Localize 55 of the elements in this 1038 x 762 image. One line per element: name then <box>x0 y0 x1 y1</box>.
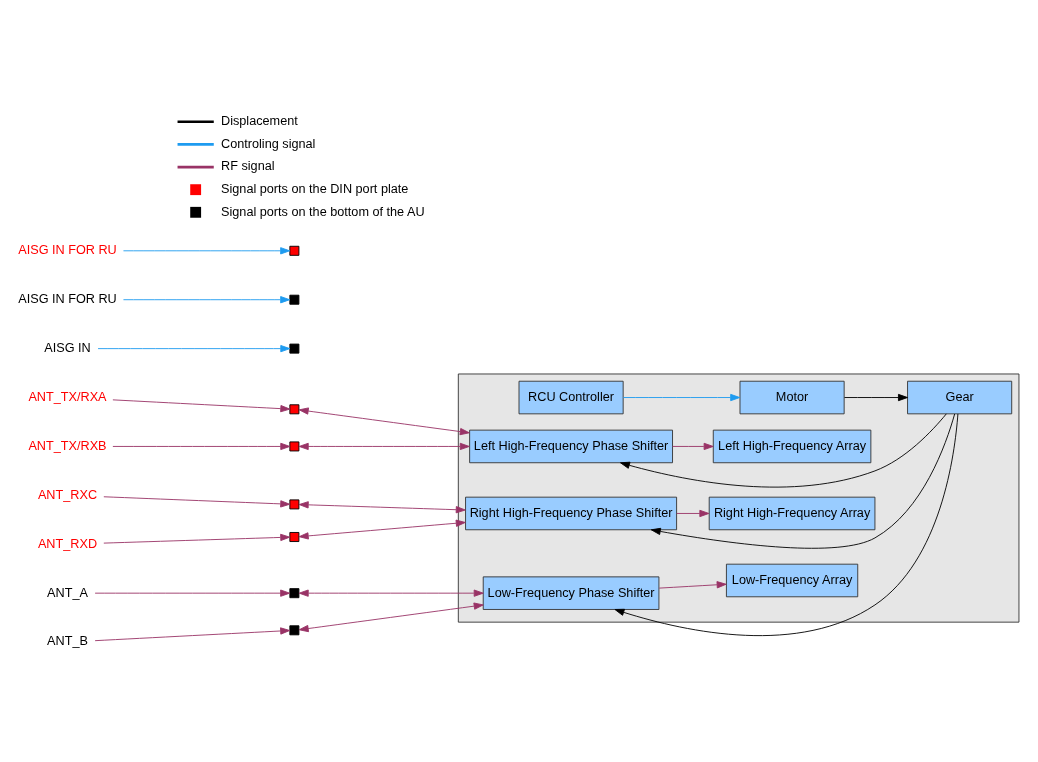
arrow <box>94 589 291 597</box>
legend-label: Signal ports on the bottom of the AU <box>221 204 425 219</box>
arrow <box>112 442 291 451</box>
arrow <box>298 501 466 514</box>
arrow <box>298 519 466 540</box>
arrow <box>298 442 470 451</box>
node-box: Left High-Frequency Array <box>712 429 872 464</box>
arrow <box>844 393 908 402</box>
arrow <box>622 393 741 402</box>
node-box <box>289 532 300 542</box>
arrow <box>103 533 291 544</box>
arrow <box>103 496 291 508</box>
legend-label: Signal ports on the DIN port plate <box>221 182 409 197</box>
node-text: ANT_A <box>47 585 88 600</box>
arrow <box>298 589 484 597</box>
node-box <box>289 404 300 415</box>
node-text: ANT_B <box>47 634 88 649</box>
node-text: ANT_RXC <box>37 487 98 502</box>
arrow <box>620 413 947 488</box>
legend-label: RF signal <box>221 159 275 174</box>
node-box <box>289 245 300 256</box>
node-box <box>289 294 300 305</box>
arrow <box>614 413 959 636</box>
node-box <box>289 625 300 636</box>
node-box: Right High-Frequency Array <box>708 496 876 531</box>
node-box: Right High-Frequency Phase Shifter <box>465 496 678 531</box>
arrow <box>97 345 291 353</box>
node-box: Left High-Frequency Phase Shifter <box>469 429 673 464</box>
node-box <box>289 588 300 599</box>
node-box <box>289 499 300 510</box>
node-text: ANT_TX/RXA <box>28 389 107 404</box>
node-text: ANT_TX/RXB <box>28 438 107 453</box>
legend-label: Displacement <box>221 114 298 129</box>
arrow <box>298 602 484 633</box>
node-text: AISG IN FOR RU <box>18 292 117 307</box>
arrow <box>123 296 291 304</box>
node-box: Gear <box>907 380 1013 415</box>
legend-label: Controling signal <box>221 136 316 151</box>
arrow <box>94 627 291 642</box>
arrow <box>298 407 470 436</box>
arrow <box>658 581 727 589</box>
node-text: AISG IN FOR RU <box>18 243 117 258</box>
node-box: Motor <box>739 380 845 415</box>
node-text: ANT_RXD <box>37 536 98 551</box>
arrow <box>123 247 291 255</box>
arrow <box>650 413 956 549</box>
arrow <box>676 509 710 518</box>
arrow <box>672 442 714 451</box>
arrow <box>112 399 291 413</box>
node-box: Low-Frequency Array <box>725 563 859 598</box>
node-box: RCU Controller <box>518 380 624 415</box>
node-box <box>289 343 300 354</box>
node-text: AISG IN <box>44 340 91 355</box>
node-box <box>289 441 300 452</box>
node-box: Low-Frequency Phase Shifter <box>482 576 660 610</box>
